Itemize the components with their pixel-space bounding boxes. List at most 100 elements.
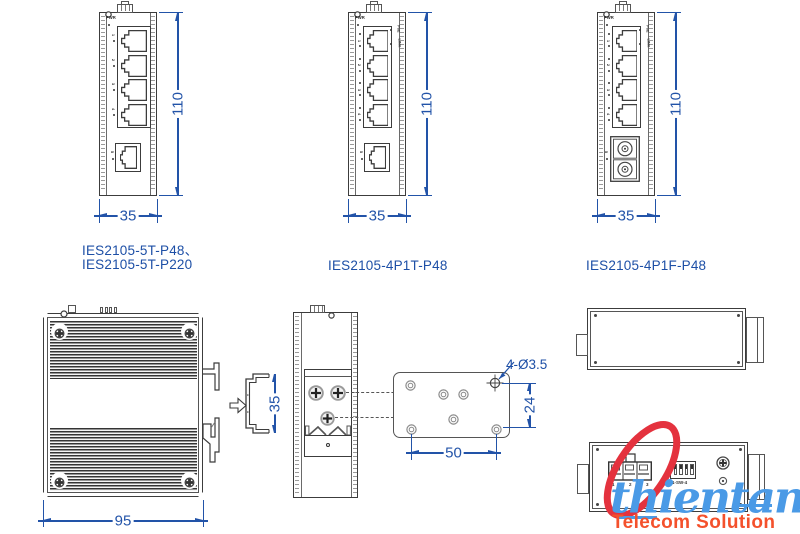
- dip-switch-pip-3: [690, 465, 693, 469]
- projection-dash-bottom: [335, 417, 450, 419]
- mounting-plate-hole-mid-a: [437, 387, 449, 400]
- front-view-2-port-led-b-4: [359, 118, 362, 121]
- front-view-1-width-dim-text: 35: [117, 207, 139, 225]
- model-label-1-line2: IES2105-5T-P220: [82, 257, 193, 272]
- top-view-right-bracket-line: [758, 455, 760, 499]
- front-view-1-height-dim-arrow-top: [175, 13, 180, 21]
- din-mount-plate-divider: [304, 435, 352, 437]
- front-view-1-top-terminal-l3: [129, 5, 130, 11]
- front-view-1-vent-left: [100, 16, 105, 192]
- front-view-2-poe-label: PoE: [396, 25, 401, 33]
- front-view-2-flange-right-line: [398, 13, 400, 195]
- front-view-2-uplink-rj45-port-icon: [369, 146, 386, 169]
- front-view-2-port-led-a-3: [359, 82, 362, 85]
- front-view-3-top-terminal-l1: [619, 5, 620, 11]
- front-view-3-link-led: [639, 43, 642, 46]
- front-view-3-top-terminal-cap: [619, 1, 627, 5]
- front-view-3-height-dim-arrow-top: [673, 13, 678, 21]
- front-view-1-width-dim-arrow-left: [99, 213, 107, 218]
- din-mount-plate-hole: [326, 443, 330, 447]
- rear-view-top-terminal-l3: [322, 305, 323, 312]
- front-view-3-ext-left: [596, 199, 598, 223]
- front-view-1-top-terminal-l1: [121, 5, 122, 11]
- mounting-plate-hole-bottom-left: [405, 422, 417, 435]
- model-label-3: IES2105-4P1F-P48: [586, 258, 707, 273]
- front-view-3-port-led-b-2: [608, 69, 611, 72]
- top-view-inner-frame: [592, 445, 745, 509]
- front-view-2-top-terminal-l1: [370, 5, 371, 11]
- model-label-1-line1: IES2105-5T-P48、: [82, 243, 199, 258]
- front-view-1-port-led-1: [113, 40, 116, 43]
- heatsink-view-inner-frame: [47, 317, 199, 493]
- front-view-2-top-terminal-cap: [370, 1, 378, 5]
- front-view-1-port-number-3: 3: [111, 82, 117, 86]
- front-view-2-port-led-b-2: [359, 69, 362, 72]
- front-view-2-ext-bottom: [408, 194, 432, 196]
- front-view-2-port-led-a-1: [359, 33, 362, 36]
- rear-view-flange-left-line: [300, 313, 302, 497]
- front-view-1-port-led-2: [113, 64, 116, 67]
- front-view-3-vent-left: [598, 16, 603, 192]
- front-view-1-height-dim-arrow-bottom: [175, 186, 180, 195]
- front-view-1-flange-left-line: [105, 13, 107, 195]
- terminal-pin-label-3: 3: [646, 482, 649, 487]
- front-view-3-rj45-port-icon-2: [616, 55, 638, 77]
- front-view-2-port-number-3: 3: [357, 88, 363, 91]
- front-view-3-port-led-b-4: [608, 118, 611, 121]
- front-view-3-port-led-a-3: [608, 82, 611, 85]
- install-direction-arrow-icon: [229, 397, 247, 414]
- front-view-3-rj45-port-icon-1: [616, 30, 638, 52]
- front-view-2-port-led-b-3: [359, 94, 362, 97]
- front-view-2-height-dim-arrow-bottom: [424, 186, 429, 195]
- heatsink-view-top-pin-2: [109, 307, 113, 313]
- mounting-plate-ext-50-right: [495, 434, 497, 460]
- front-view-2-top-stud-icon: [354, 5, 361, 18]
- front-view-1-rj45-port-icon-3: [121, 79, 147, 101]
- terminal-pin-label-2: 2: [629, 482, 632, 487]
- mounting-plate-hole-bottom-right: [490, 422, 502, 435]
- front-view-2-top-terminal-l3: [378, 5, 379, 11]
- front-view-3-height-dim-text: 110: [667, 90, 685, 118]
- front-view-2-rj45-port-icon-3: [367, 79, 389, 101]
- dip-switch-pip-1: [679, 465, 682, 469]
- front-view-1-port-number-1: 1: [111, 33, 117, 37]
- side-view-corner-screw-0: [593, 313, 597, 317]
- top-view-corner-screw-1: [738, 447, 742, 451]
- front-view-2-uplink-port-number: 5: [359, 150, 365, 154]
- front-view-1-top-terminal-l2: [125, 5, 126, 11]
- side-view-corner-screw-3: [736, 360, 740, 364]
- heatsink-view-fins-top: [49, 321, 197, 379]
- front-view-3-top-terminal-l2: [623, 5, 624, 11]
- mounting-plate-vertical-dim-arrow-bottom: [527, 418, 532, 427]
- side-view-corner-screw-2: [593, 360, 597, 364]
- front-view-3-rj45-port-icon-3: [616, 79, 638, 101]
- mounting-plate-horizontal-dim-text: 50: [443, 444, 464, 462]
- heatsink-view-corner-screw-icon-1: [183, 326, 195, 339]
- front-view-1-ext-right: [156, 199, 158, 223]
- front-view-3-port-number-2: 2: [606, 63, 612, 67]
- front-view-2-ext-right: [405, 199, 407, 223]
- mounting-plate-hole-top-left: [404, 378, 416, 391]
- logo-underline-right: [735, 504, 772, 507]
- din-clip-spring-icon: [305, 423, 351, 436]
- front-view-1-pwr-led: [108, 23, 111, 26]
- front-view-1-pwr-label: PWR: [106, 15, 116, 20]
- front-view-3-uplink-port-number: 5: [604, 150, 610, 154]
- front-view-2-port-led-b-1: [359, 45, 362, 48]
- side-view-inner-frame: [590, 311, 743, 367]
- rear-view-top-terminal: [310, 304, 325, 313]
- front-view-3-pwr-led: [606, 23, 609, 26]
- front-view-2-width-dim-arrow-left: [348, 213, 356, 218]
- front-view-3-width-dim-arrow-left: [597, 213, 605, 218]
- front-view-2-flange-left-line: [354, 13, 356, 195]
- side-view-right-bracket: [745, 317, 764, 363]
- mounting-plate-ext-50-left: [410, 434, 412, 460]
- front-view-3-port-led-a-1: [608, 33, 611, 36]
- heatsink-view-top-block: [68, 304, 76, 313]
- front-view-3-ext-right: [654, 199, 656, 223]
- front-view-1-uplink-port-led: [111, 158, 114, 161]
- front-view-3-vent-right: [649, 16, 654, 192]
- front-view-1-height-dim-text: 110: [169, 90, 187, 118]
- front-view-1-rj45-port-icon-1: [121, 30, 147, 52]
